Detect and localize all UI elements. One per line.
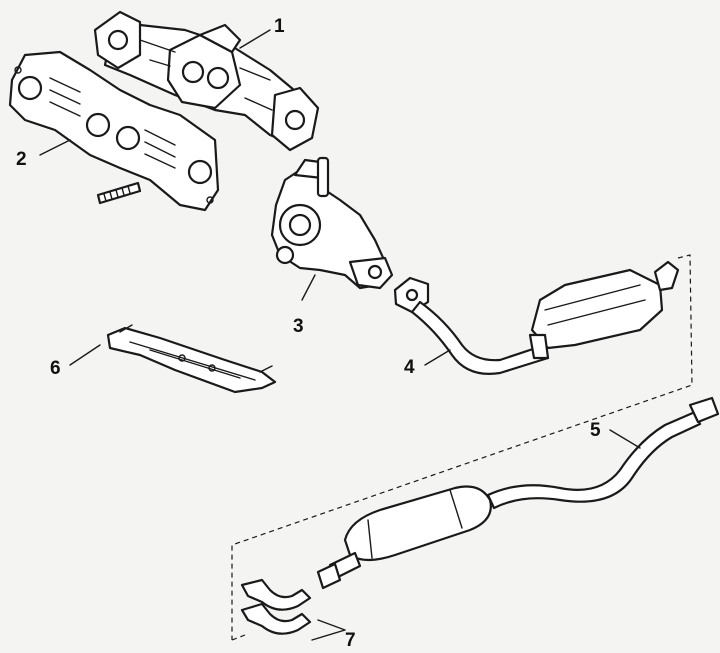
exhaust-manifold (93, 10, 320, 152)
callout-7: 7 (345, 630, 356, 651)
callout-6: 6 (50, 358, 61, 379)
callout-5: 5 (590, 420, 601, 441)
rear-pipe-muffler (316, 396, 720, 590)
clamps (240, 578, 312, 635)
manifold-gasket (8, 50, 220, 212)
manifold-stud (96, 181, 142, 205)
assembly-dashed-lines (231, 254, 693, 641)
front-pipe-catalyst (393, 260, 680, 375)
heat-shield (106, 324, 277, 394)
callout-labels: 1 2 3 4 5 6 7 (16, 16, 601, 651)
callout-2: 2 (16, 149, 27, 170)
callout-1: 1 (274, 16, 285, 37)
turbocharger (270, 156, 394, 290)
callout-3: 3 (293, 316, 304, 337)
leader-lines (39, 29, 641, 641)
callout-4: 4 (404, 357, 415, 378)
